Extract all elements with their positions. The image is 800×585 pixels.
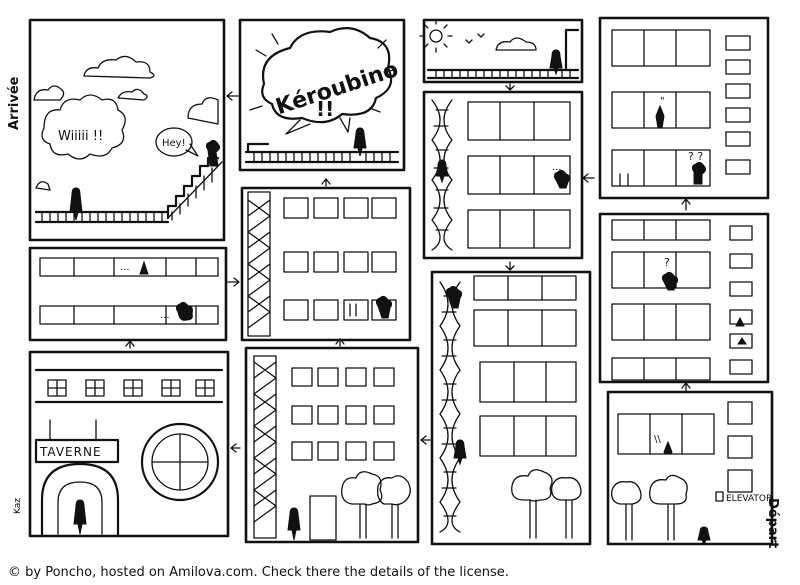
- sun-icon: [429, 29, 443, 43]
- signature: Kaz: [13, 498, 23, 514]
- tree: [376, 475, 411, 539]
- panel-tavern: TAVERNE Kaz: [13, 350, 230, 538]
- character-curly: [445, 285, 463, 309]
- staircase: [166, 156, 220, 220]
- label-start: Départ: [765, 498, 780, 549]
- character-curly: [205, 139, 221, 167]
- character-silhouette: [655, 104, 665, 129]
- speech-bubble: [155, 127, 193, 157]
- speech-double-question: ? ?: [688, 150, 703, 163]
- speech-wiii: Wiiiii !!: [58, 129, 103, 144]
- panel-building-center-bottom: [244, 346, 420, 544]
- round-window: [140, 422, 220, 502]
- speech-question: ?: [664, 256, 670, 269]
- cloud: [117, 88, 148, 101]
- character-silhouette: [697, 526, 711, 546]
- panel-arrivee: Wiiiii !! Hey!: [28, 18, 226, 242]
- character-silhouette: [73, 499, 87, 535]
- label-finish: Arrivée: [7, 76, 22, 130]
- cloud: [187, 97, 219, 125]
- elevator-icon: [715, 491, 724, 502]
- speech-dots: ...: [120, 262, 130, 273]
- tick-marks: ": [660, 96, 665, 107]
- speech-dots: ...: [552, 162, 562, 173]
- panel-building-top-right: " ? ?: [598, 16, 770, 200]
- cloud: [495, 37, 537, 51]
- character-curly: [661, 271, 679, 291]
- character-silhouette: [139, 260, 149, 275]
- panel-building-center-top: [240, 186, 412, 342]
- tavern-sign: [34, 438, 120, 464]
- tree: [511, 469, 553, 539]
- character-curly: [691, 161, 707, 185]
- character-silhouette: [549, 49, 563, 76]
- character-curly: [553, 169, 571, 189]
- tree: [611, 481, 642, 541]
- tree: [341, 471, 383, 539]
- tree: [649, 474, 688, 541]
- character-curly: [375, 295, 393, 319]
- shout-bubble: [261, 27, 393, 124]
- character-silhouette: [287, 507, 301, 541]
- shout-marks: !!: [316, 97, 334, 121]
- panel-depart: \\ ELEVATOR: [606, 390, 774, 546]
- character-silhouette: [453, 439, 467, 466]
- elevator-sign: ELEVATOR: [726, 494, 772, 504]
- cloud: [33, 85, 65, 101]
- character-silhouette: [353, 127, 367, 157]
- character-silhouette: [435, 159, 449, 184]
- panel-shout: Kéroubino !!: [238, 18, 406, 172]
- reading-arrows: [125, 83, 691, 453]
- speech-hey: Hey!: [162, 138, 186, 149]
- credit-line: © by Poncho, hosted on Amilova.com. Chec…: [8, 565, 509, 580]
- tavern-door: [40, 462, 120, 536]
- speech-bubble: [41, 94, 126, 160]
- tavern-sign-text: TAVERNE: [39, 445, 102, 459]
- cloud: [35, 181, 51, 191]
- panel-building-stairs-upper: ...: [422, 90, 584, 260]
- panel-corridor: ... ...: [28, 246, 228, 342]
- character-silhouette: [69, 187, 83, 221]
- speech-dots: ...: [160, 310, 170, 321]
- character-curly: [175, 301, 193, 321]
- panel-building-stairs-lower: [430, 270, 592, 546]
- cloud: [83, 55, 155, 79]
- panel-rooftop: [419, 18, 584, 84]
- building-door: [309, 495, 337, 541]
- tree: [551, 477, 582, 539]
- panel-building-right-middle: ?: [598, 212, 770, 384]
- character-silhouette: [663, 440, 673, 455]
- tick-marks: \\: [654, 434, 661, 445]
